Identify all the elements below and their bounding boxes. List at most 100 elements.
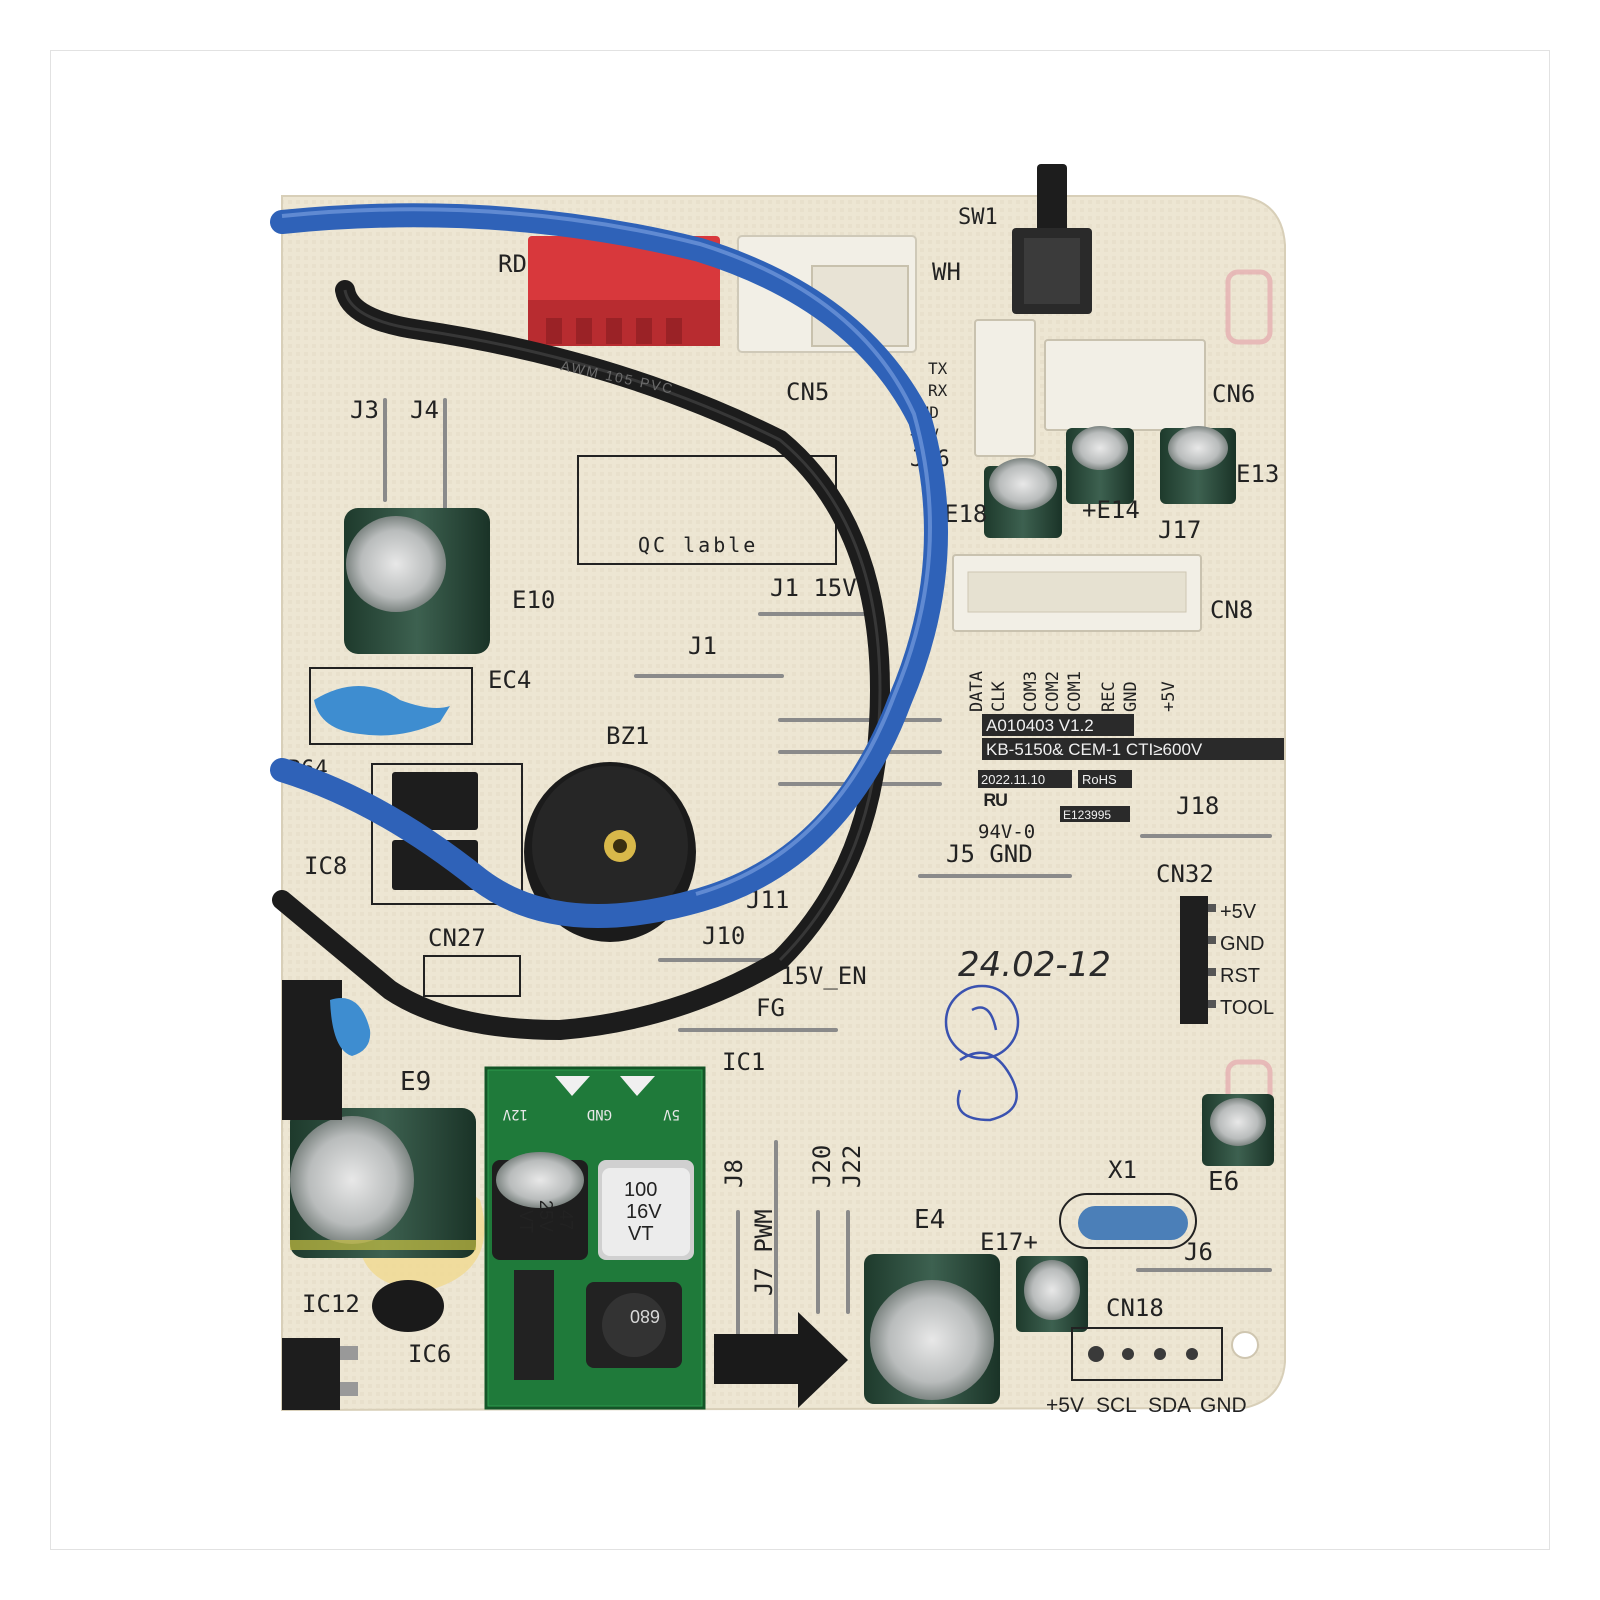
svg-text:VT: VT — [516, 1210, 536, 1233]
cn32-label: CN32 — [1156, 860, 1214, 888]
svg-text:12V: 12V — [502, 1106, 528, 1122]
svg-text:100: 100 — [624, 1179, 657, 1201]
svg-text:GND: GND — [1220, 933, 1264, 955]
svg-text:47: 47 — [556, 1210, 576, 1230]
svg-text:+5V: +5V — [1220, 901, 1257, 923]
jumper-wires — [383, 398, 1272, 1344]
svg-text:+5V: +5V — [1046, 1394, 1084, 1417]
svg-text:5V: 5V — [663, 1106, 680, 1122]
j1-15v-label: J1 15V — [770, 574, 857, 602]
wh-label: WH — [932, 258, 961, 286]
svg-text:680: 680 — [630, 1306, 660, 1326]
rd-label: RD — [498, 250, 527, 278]
j7-label: J7 PWM — [750, 1209, 778, 1296]
ic12-chip — [282, 1338, 358, 1410]
svg-text:REC: REC — [1099, 681, 1119, 712]
ul-file: E123995 — [1063, 808, 1111, 822]
sw1-label: SW1 — [958, 205, 998, 230]
svg-text:RX: RX — [928, 381, 948, 400]
svg-text:GND: GND — [1200, 1394, 1247, 1417]
j5-label: J5 GND — [946, 840, 1033, 868]
cn6-connector — [1044, 339, 1206, 431]
j18-label: J18 — [1176, 792, 1219, 820]
j1-label: J1 — [688, 632, 717, 660]
ic8-chips — [371, 763, 523, 905]
en-15v-label: 15V_EN — [780, 962, 867, 990]
uart-connector — [974, 319, 1036, 457]
svg-text:SCL: SCL — [1096, 1394, 1137, 1417]
e10-label: E10 — [512, 586, 555, 614]
ec4-label: EC4 — [488, 666, 531, 694]
crystal-x1 — [1059, 1193, 1197, 1249]
rd-connector — [528, 236, 720, 346]
svg-text:CLK: CLK — [989, 681, 1009, 712]
ink-inspection-mark — [944, 984, 1020, 1122]
j4-label: J4 — [410, 396, 439, 424]
svg-text:DATA: DATA — [967, 671, 987, 712]
cn27-label: CN27 — [428, 924, 486, 952]
svg-text:25V: 25V — [536, 1200, 556, 1232]
buzzer-bz1 — [524, 762, 696, 942]
e4-label: E4 — [914, 1205, 945, 1235]
date-code: 2022.11.10 — [981, 772, 1045, 787]
blue-wire — [270, 203, 948, 928]
cn5-label: CN5 — [786, 378, 829, 406]
svg-text:GND: GND — [1121, 681, 1141, 712]
e14-label: +E14 — [1082, 496, 1140, 524]
board-material: KB-5150& CEM-1 CTI≥600V — [986, 740, 1203, 759]
ic6-label: IC6 — [408, 1340, 451, 1368]
module-capacitor-2 — [598, 1160, 694, 1260]
mounting-hole — [1231, 1331, 1259, 1359]
capacitor-e9 — [290, 1108, 485, 1290]
ic6-transistor — [372, 1280, 444, 1332]
cn32-header — [1180, 896, 1216, 1024]
capacitor-e14 — [1066, 426, 1134, 504]
e18-label: E18 — [944, 500, 987, 528]
capacitor-e17 — [1016, 1256, 1088, 1332]
board-id: A010403 V1.2 — [986, 716, 1094, 735]
svg-text:COM1: COM1 — [1065, 671, 1085, 712]
j20-label: J20 — [808, 1145, 836, 1188]
module-labels: 12V GND 5V 47 25V VT 100 16V VT 680 — [502, 1106, 680, 1326]
capacitor-e18 — [984, 458, 1062, 538]
ec4-footprint — [309, 667, 473, 745]
svg-text:COM2: COM2 — [1043, 671, 1063, 712]
capacitor-e6 — [1202, 1094, 1274, 1166]
cn18-label: CN18 — [1106, 1294, 1164, 1322]
svg-text:TX: TX — [928, 359, 948, 378]
e6-label: E6 — [1208, 1167, 1239, 1197]
handwritten-date: 24.02-12 — [958, 945, 1111, 985]
wh-connector — [737, 235, 917, 353]
ic1-label: IC1 — [722, 1048, 765, 1076]
cn8-connector — [952, 554, 1202, 632]
cn8-label: CN8 — [1210, 596, 1253, 624]
fg-label: FG — [756, 994, 785, 1022]
ic8-label: IC8 — [304, 852, 347, 880]
bz1-label: BZ1 — [606, 722, 649, 750]
j10-label: J10 — [702, 922, 745, 950]
svg-text:SDA: SDA — [1148, 1394, 1191, 1417]
cn27-footprint — [423, 955, 521, 997]
cn8-pin-labels: DATA CLK COM3 COM2 COM1 REC GND +5V — [967, 671, 1179, 712]
left-blue-capacitor — [330, 998, 371, 1056]
ec4-capacitor — [314, 686, 450, 736]
capacitor-e4 — [864, 1254, 1000, 1404]
j6-label: J6 — [1184, 1238, 1213, 1266]
cn6-label: CN6 — [1212, 380, 1255, 408]
svg-text:TOOL: TOOL — [1220, 997, 1274, 1019]
rohs-mark: RoHS — [1082, 772, 1117, 787]
flame-rating: 94V-0 — [978, 821, 1035, 843]
svg-text:GND: GND — [587, 1106, 612, 1122]
ic12-label: IC12 — [302, 1290, 360, 1318]
svg-text:+5V: +5V — [1159, 681, 1179, 712]
cn32-pin-labels: +5V GND RST TOOL — [1220, 901, 1274, 1019]
j17-label: J17 — [1158, 516, 1201, 544]
capacitor-e10 — [344, 508, 490, 654]
j8-label: J8 — [720, 1159, 748, 1188]
sw1-switch — [1012, 164, 1092, 314]
power-module — [484, 1066, 706, 1410]
qc-label-text: QC lable — [638, 533, 758, 557]
svg-text:16V: 16V — [626, 1201, 662, 1223]
svg-text:VT: VT — [628, 1223, 654, 1245]
